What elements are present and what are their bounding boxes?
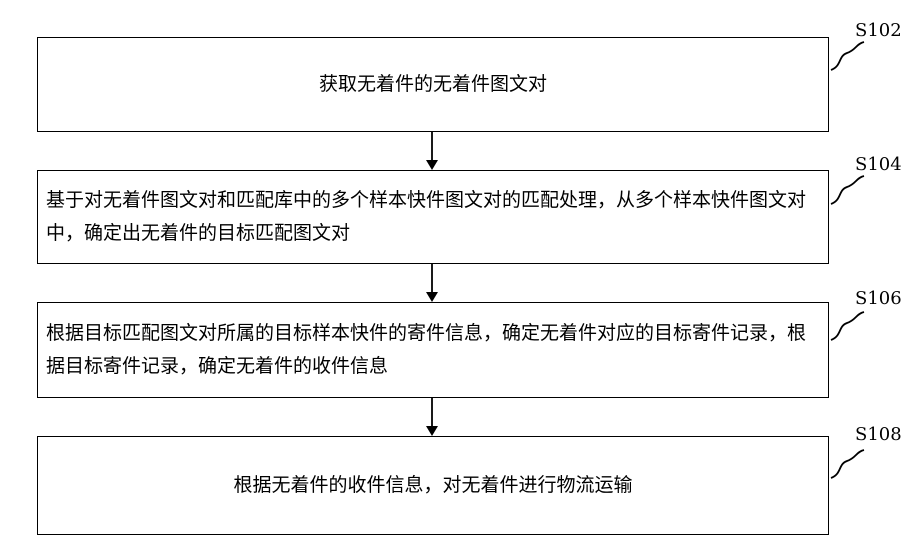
leader-s106 — [831, 312, 864, 340]
step-label-s102: S102 — [855, 20, 902, 41]
leader-s104 — [831, 176, 864, 204]
step-label-s104: S104 — [855, 154, 902, 175]
step-box-s106: 根据目标匹配图文对所属的目标样本快件的寄件信息，确定无着件对应的目标寄件记录，根… — [37, 302, 829, 398]
leader-s102 — [831, 42, 864, 70]
arrowhead-s104 — [426, 160, 438, 170]
step-label-s106: S106 — [855, 288, 902, 309]
arrowhead-s106 — [426, 292, 438, 302]
step-box-s108: 根据无着件的收件信息，对无着件进行物流运输 — [37, 436, 829, 535]
step-box-s104: 基于对无着件图文对和匹配库中的多个样本快件图文对的匹配处理，从多个样本快件图文对… — [37, 170, 829, 264]
step-text-s104: 基于对无着件图文对和匹配库中的多个样本快件图文对的匹配处理，从多个样本快件图文对… — [46, 184, 820, 250]
leader-s108 — [831, 450, 864, 478]
step-text-s108: 根据无着件的收件信息，对无着件进行物流运输 — [46, 469, 820, 502]
arrowhead-s108 — [426, 426, 438, 436]
step-box-s102: 获取无着件的无着件图文对 — [37, 37, 829, 132]
step-label-s108: S108 — [855, 424, 902, 445]
step-text-s106: 根据目标匹配图文对所属的目标样本快件的寄件信息，确定无着件对应的目标寄件记录，根… — [46, 317, 820, 383]
step-text-s102: 获取无着件的无着件图文对 — [46, 68, 820, 101]
